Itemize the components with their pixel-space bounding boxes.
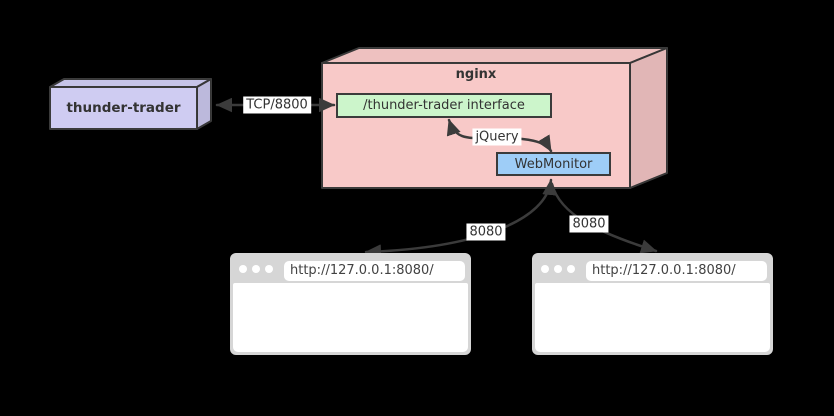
window-dot-icon	[239, 265, 247, 273]
browser2-url-field: http://127.0.0.1:8080/	[586, 261, 767, 281]
window-dot-icon	[252, 265, 260, 273]
webmonitor-label: WebMonitor	[514, 156, 593, 172]
interface-label: /thunder-trader interface	[363, 98, 525, 113]
nginx-label: nginx	[455, 66, 497, 82]
thunder-trader-top-face-shade	[50, 79, 211, 87]
browser-window-1: http://127.0.0.1:8080/	[230, 253, 471, 355]
tcp-edge-label: TCP/8800	[243, 96, 311, 114]
interface-box	[336, 93, 552, 118]
window-dot-icon	[567, 265, 575, 273]
webmonitor-box	[496, 152, 611, 176]
thunder-trader-right-face-shade	[197, 79, 211, 129]
browser-window-2: http://127.0.0.1:8080/	[532, 253, 773, 355]
browser1-url-text: http://127.0.0.1:8080/	[290, 263, 434, 278]
port-8080-left-label: 8080	[466, 223, 506, 241]
webmonitor-to-browser1-edge	[364, 178, 557, 259]
browser1-titlebar: http://127.0.0.1:8080/	[230, 253, 471, 283]
browser2-content	[535, 283, 770, 352]
browser1-url-field: http://127.0.0.1:8080/	[284, 261, 465, 281]
nginx-top-face-shade	[322, 48, 667, 63]
thunder-trader-node	[49, 78, 212, 130]
port-8080-right-label: 8080	[569, 215, 609, 233]
nginx-right-face-shade	[630, 48, 667, 188]
browser2-url-text: http://127.0.0.1:8080/	[592, 263, 736, 278]
jquery-edge-label: jQuery	[472, 128, 522, 146]
browser2-titlebar: http://127.0.0.1:8080/	[532, 253, 773, 283]
window-dot-icon	[541, 265, 549, 273]
window-dot-icon	[554, 265, 562, 273]
window-dot-icon	[265, 265, 273, 273]
thunder-trader-label: thunder-trader	[66, 100, 181, 116]
thunder-trader-front-face	[49, 86, 198, 130]
browser1-content	[233, 283, 468, 352]
